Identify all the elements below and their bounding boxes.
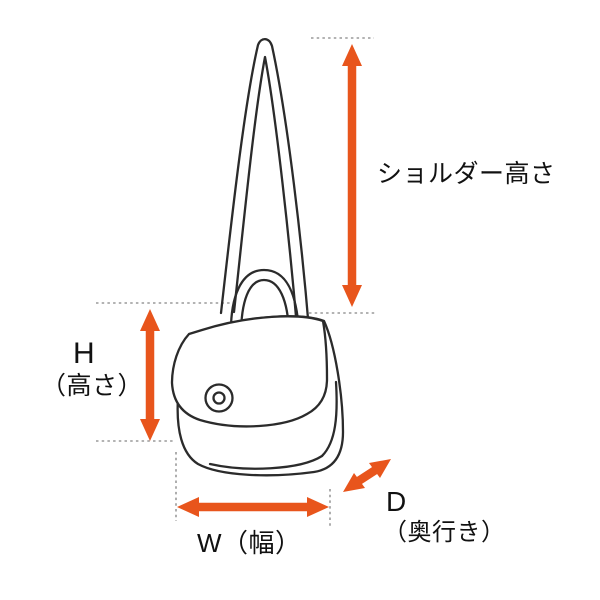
- height-arrow: [140, 309, 160, 441]
- height-label: H: [73, 337, 96, 370]
- clasp: [204, 383, 234, 413]
- depth-label: D: [386, 486, 407, 517]
- depth-arrow: [343, 459, 391, 492]
- strap: [219, 37, 311, 332]
- width-arrow: [177, 497, 329, 517]
- flap: [170, 315, 329, 428]
- width-label: W（幅）: [197, 528, 302, 558]
- handle: [229, 268, 301, 338]
- depth-label-sub: （奥行き）: [383, 519, 506, 546]
- front-panel-edge: [208, 380, 338, 470]
- shoulder-height-arrow: [342, 44, 362, 307]
- bag-illustration: [170, 37, 345, 477]
- measurement-arrows: [140, 44, 391, 517]
- height-label-sub: （高さ）: [41, 372, 144, 400]
- shoulder-height-label: ショルダー高さ: [377, 160, 556, 188]
- guide-lines: [96, 37, 376, 527]
